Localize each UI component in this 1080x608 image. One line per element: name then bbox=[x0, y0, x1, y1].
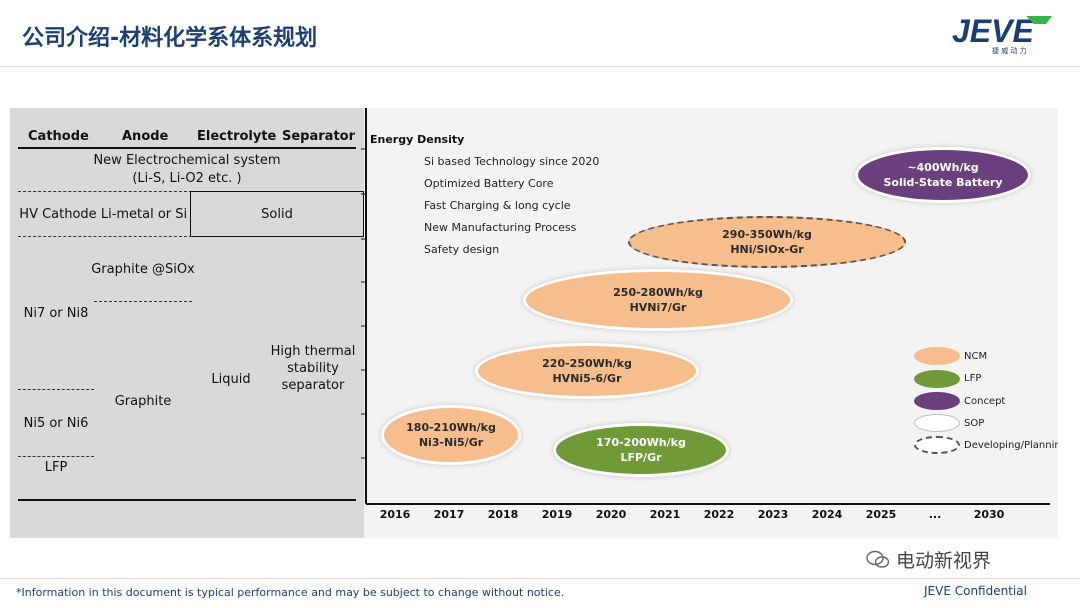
year-tick: 2021 bbox=[649, 508, 681, 521]
ni5-ni6-label: Ni5 or Ni6 bbox=[23, 416, 89, 431]
watermark-text: 电动新视界 bbox=[896, 550, 992, 572]
top-divider bbox=[0, 66, 1080, 67]
materials-table-panel bbox=[10, 108, 364, 538]
legend-label: LFP bbox=[964, 373, 982, 384]
year-tick: 2024 bbox=[811, 508, 843, 521]
legend-label: SOP bbox=[964, 418, 985, 429]
hv-cathode-label: HV Cathode bbox=[19, 207, 97, 222]
bubble-chemistry: HVNi7/Gr bbox=[629, 301, 687, 314]
lfp-label: LFP bbox=[44, 460, 68, 475]
bubble-chemistry: Ni3-Ni5/Gr bbox=[418, 436, 484, 449]
year-tick: 2025 bbox=[865, 508, 897, 521]
header-electrolyte: Electrolyte bbox=[197, 129, 277, 144]
bubble-solid-state: ~400Wh/kg Solid-State Battery bbox=[858, 150, 1028, 200]
page-title: 公司介绍-材料化学系体系规划 bbox=[22, 26, 318, 51]
legend-swatch-lfp bbox=[914, 370, 960, 388]
row-divider bbox=[18, 236, 192, 237]
year-tick: 2019 bbox=[541, 508, 573, 521]
year-tick: ... bbox=[928, 508, 942, 521]
wechat-icon bbox=[866, 550, 890, 568]
tech-item: Safety design bbox=[424, 243, 500, 256]
year-tick: 2016 bbox=[379, 508, 411, 521]
ni7-ni8-label: Ni7 or Ni8 bbox=[23, 306, 89, 321]
logo-text: JEVE bbox=[952, 13, 1035, 49]
legend-swatch-concept bbox=[914, 392, 960, 410]
legend-swatch-developing bbox=[914, 436, 960, 454]
bubble-ni3-ni5: 180-210Wh/kg Ni3-Ni5/Gr bbox=[384, 408, 518, 462]
tech-item: Fast Charging & long cycle bbox=[424, 199, 571, 212]
legend-label: NCM bbox=[964, 351, 988, 362]
cathode-divider bbox=[18, 389, 94, 390]
anode-divider bbox=[94, 301, 192, 302]
bubble-energy: 180-210Wh/kg bbox=[406, 421, 496, 434]
confidential-label: JEVE Confidential bbox=[924, 584, 1027, 598]
tech-item: New Manufacturing Process bbox=[424, 221, 577, 234]
energy-density-label: Energy Density bbox=[370, 133, 465, 146]
bubble-chemistry: HNi/SiOx-Gr bbox=[730, 243, 804, 256]
year-tick: 2017 bbox=[433, 508, 465, 521]
graphite-label: Graphite bbox=[114, 394, 172, 409]
footer-divider bbox=[0, 578, 1080, 579]
year-tick: 2023 bbox=[757, 508, 789, 521]
header-cathode: Cathode bbox=[28, 129, 89, 144]
header-separator: Separator bbox=[282, 129, 355, 144]
year-tick: 2018 bbox=[487, 508, 519, 521]
new-system-note: (Li-S, Li-O2 etc. ) bbox=[132, 171, 242, 186]
graphite-siox-label: Graphite @SiOx bbox=[91, 262, 195, 277]
legend-swatch-sop bbox=[914, 414, 960, 432]
bubble-hvni5-6: 220-250Wh/kg HVNi5-6/Gr bbox=[478, 346, 696, 396]
bubble-hvni7: 250-280Wh/kg HVNi7/Gr bbox=[526, 272, 790, 328]
watermark: 电动新视界 bbox=[866, 546, 991, 573]
bubble-chemistry: Solid-State Battery bbox=[883, 176, 1003, 189]
jeve-logo: JEVE 捷 威 动 力 bbox=[948, 10, 1068, 56]
solid-box: Solid bbox=[190, 191, 364, 237]
bubble-energy: ~400Wh/kg bbox=[907, 161, 979, 174]
bubble-lfp: 170-200Wh/kg LFP/Gr bbox=[556, 426, 726, 474]
logo-subtext: 捷 威 动 力 bbox=[992, 46, 1027, 55]
bubble-energy: 220-250Wh/kg bbox=[542, 357, 632, 370]
solid-label: Solid bbox=[261, 206, 293, 222]
legend-label: Developing/Planning bbox=[964, 440, 1058, 451]
bubble-energy: 250-280Wh/kg bbox=[613, 286, 703, 299]
legend-swatch-ncm bbox=[914, 347, 960, 365]
bubble-chemistry: HVNi5-6/Gr bbox=[552, 372, 622, 385]
li-metal-label: Li-metal or Si bbox=[100, 207, 188, 222]
year-tick: 2020 bbox=[595, 508, 627, 521]
bubble-chemistry: LFP/Gr bbox=[620, 451, 662, 464]
row-divider bbox=[18, 191, 192, 192]
cathode-divider bbox=[18, 456, 94, 457]
bubble-energy: 170-200Wh/kg bbox=[596, 436, 686, 449]
liquid-label: Liquid bbox=[211, 372, 251, 387]
bubble-hni-siox: 290-350Wh/kg HNi/SiOx-Gr bbox=[628, 216, 906, 268]
chart-axes bbox=[361, 108, 1050, 505]
header-rule bbox=[18, 147, 356, 149]
year-tick: 2022 bbox=[703, 508, 735, 521]
separator-text: High thermal stability separator bbox=[270, 344, 356, 393]
tech-item: Si based Technology since 2020 bbox=[424, 155, 600, 168]
bubble-energy: 290-350Wh/kg bbox=[722, 228, 812, 241]
new-system-label: New Electrochemical system bbox=[93, 153, 281, 168]
legend-label: Concept bbox=[964, 396, 1006, 407]
year-tick: 2030 bbox=[973, 508, 1005, 521]
header-anode: Anode bbox=[122, 129, 169, 144]
footnote: *Information in this document is typical… bbox=[16, 586, 565, 599]
bottom-rule-table bbox=[18, 499, 356, 501]
tech-item: Optimized Battery Core bbox=[424, 177, 554, 190]
